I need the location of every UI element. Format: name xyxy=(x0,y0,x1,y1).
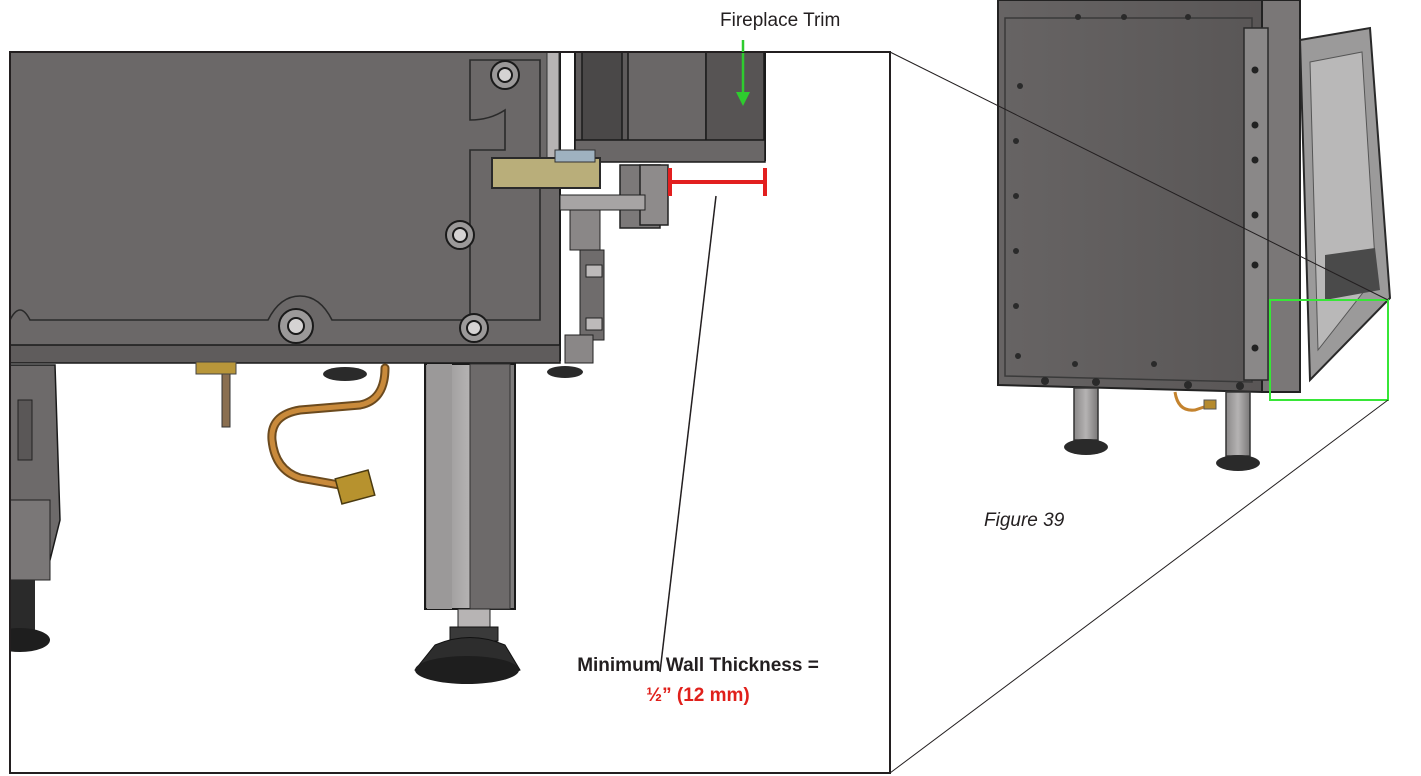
detail-frame xyxy=(9,51,891,774)
panel-bolts xyxy=(278,60,520,344)
fireplace-trim-label: Fireplace Trim xyxy=(720,10,841,31)
trim-arrow xyxy=(736,52,750,106)
overview-side-panel xyxy=(997,0,1263,394)
overview-leg-left xyxy=(1073,387,1099,441)
detail-highlight-box xyxy=(1269,299,1389,401)
wall-thickness-caption: Minimum Wall Thickness = xyxy=(577,655,819,676)
bracket-assembly xyxy=(491,149,669,364)
overview-leg-right xyxy=(1225,391,1251,457)
callout-line-top xyxy=(889,51,1389,301)
gas-line xyxy=(267,363,390,505)
overview-bolts xyxy=(1013,14,1244,390)
measurement-marker xyxy=(668,168,767,196)
detail-view xyxy=(10,52,890,773)
fireplace-trim-block xyxy=(574,52,766,163)
left-partial-assembly xyxy=(10,364,61,652)
leveling-leg xyxy=(414,363,521,684)
callout-line-bottom xyxy=(889,399,1389,774)
overview-view xyxy=(997,0,1392,471)
wall-thickness-value: ½” (12 mm) xyxy=(646,685,750,706)
figure-caption: Figure 39 xyxy=(984,510,1065,531)
thickness-leader-line xyxy=(659,195,717,673)
